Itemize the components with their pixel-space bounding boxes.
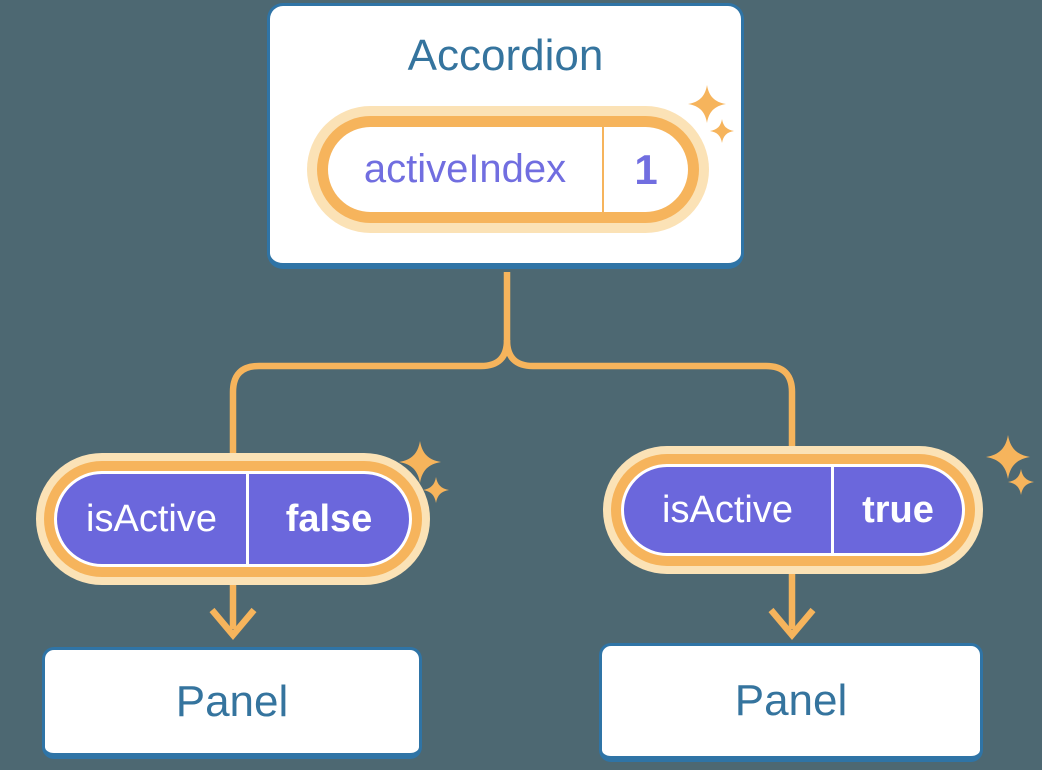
prop-value-cell: false bbox=[249, 474, 409, 564]
connector-right-branch bbox=[503, 339, 796, 629]
sparkle-icon bbox=[1008, 469, 1034, 495]
sparkle-icon bbox=[399, 441, 441, 483]
state-name-cell: activeIndex bbox=[328, 127, 602, 212]
prop-value-cell: true bbox=[834, 467, 962, 553]
prop-pill-false: isActive false bbox=[54, 471, 412, 567]
prop-name: isActive bbox=[662, 488, 793, 531]
prop-pill-true: isActive true bbox=[621, 464, 965, 556]
pill-divider bbox=[831, 467, 834, 553]
pill-divider bbox=[246, 474, 249, 564]
panel-title: Panel bbox=[734, 676, 848, 725]
sparkle-icon bbox=[710, 119, 734, 143]
sparkle-icon bbox=[688, 85, 726, 123]
arrow-down-icon bbox=[209, 607, 257, 641]
accordion-card: Accordion activeIndex 1 bbox=[267, 3, 744, 269]
panel-card: Panel bbox=[599, 643, 983, 762]
accordion-title: Accordion bbox=[407, 31, 604, 80]
prop-name: isActive bbox=[86, 497, 217, 540]
panel-title: Panel bbox=[175, 676, 289, 726]
connector-stem-left-branch bbox=[229, 272, 511, 629]
prop-value: true bbox=[862, 488, 934, 531]
sparkle-icon bbox=[423, 477, 449, 503]
panel-card: Panel bbox=[42, 647, 422, 759]
arrow-down-icon bbox=[768, 607, 816, 641]
sparkle-icon bbox=[986, 435, 1030, 479]
pill-divider bbox=[602, 127, 604, 212]
state-pill: activeIndex 1 bbox=[328, 127, 688, 212]
prop-value: false bbox=[285, 497, 373, 540]
prop-name-cell: isActive bbox=[624, 467, 831, 553]
state-name: activeIndex bbox=[363, 147, 567, 191]
prop-name-cell: isActive bbox=[57, 474, 246, 564]
state-value: 1 bbox=[634, 145, 658, 193]
state-value-cell: 1 bbox=[604, 127, 688, 212]
